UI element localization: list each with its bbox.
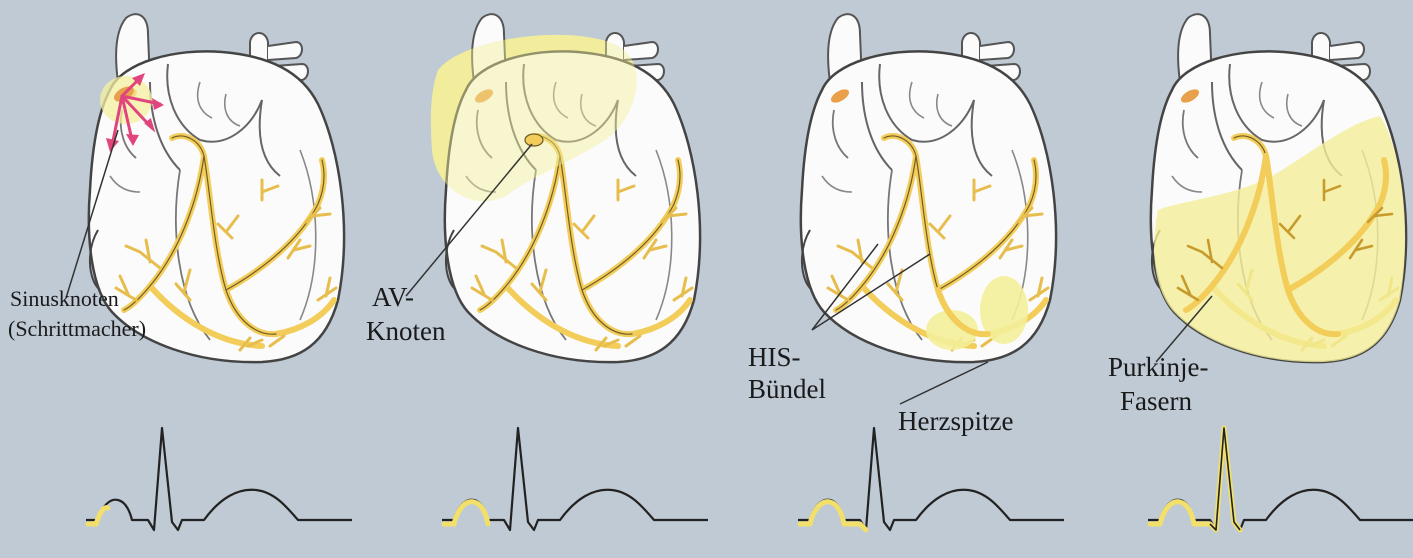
label-fasern: Fasern <box>1120 386 1192 416</box>
label-purkinje: Purkinje- <box>1108 352 1209 382</box>
apex-label-leader <box>900 362 988 404</box>
label-herzspitze: Herzspitze <box>898 406 1013 436</box>
panel-his-bundle: HIS- Bündel Herzspitze <box>748 14 1064 530</box>
label-knoten: Knoten <box>366 316 446 346</box>
label-sinusknoten: Sinusknoten <box>10 286 119 311</box>
ecg-trace-3 <box>798 428 1064 530</box>
label-his: HIS- <box>748 342 801 372</box>
panel-sinus-node: Sinusknoten (Schrittmacher) <box>8 14 352 530</box>
ecg-trace-2 <box>442 428 708 530</box>
heart-illustration-1 <box>89 14 344 362</box>
label-av: AV- <box>372 282 414 312</box>
label-schrittmacher: (Schrittmacher) <box>8 316 146 341</box>
ecg-trace-1 <box>86 428 352 530</box>
panel-purkinje-fibers: Purkinje- Fasern <box>1108 14 1413 530</box>
ecg-p-wave-highlight-1 <box>88 508 108 524</box>
av-node-marker <box>525 134 543 146</box>
label-buendel: Bündel <box>748 374 826 404</box>
ecg-pq-highlight-3 <box>800 502 866 530</box>
ecg-qrs-highlight-4 <box>1150 428 1240 530</box>
ecg-trace-4 <box>1148 428 1413 530</box>
panel-av-node: AV- Knoten <box>366 14 708 530</box>
